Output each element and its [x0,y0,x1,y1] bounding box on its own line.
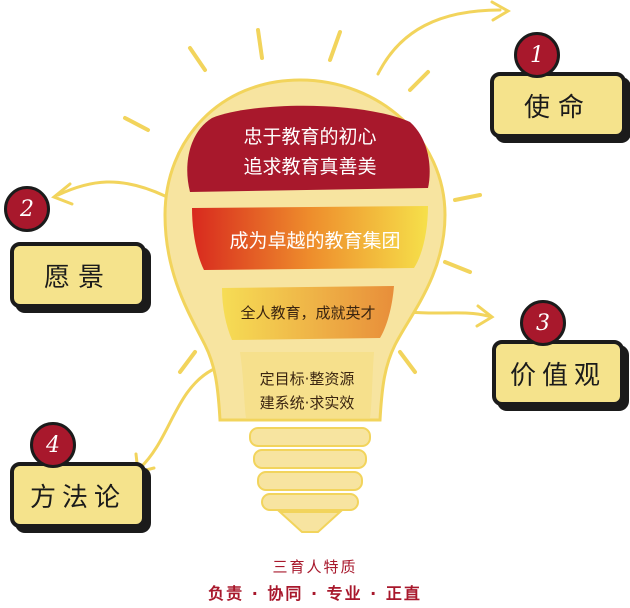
band-2-text: 成为卓越的教育集团 [229,230,401,252]
badge-4: 4 [30,422,76,468]
card-methodology: 方法论 [10,462,146,528]
bulb-base [249,427,371,533]
card-values: 价值观 [492,340,624,406]
badge-1: 1 [514,32,560,78]
band-4-line-2: 建系统·求实效 [259,394,355,412]
band-2 [192,206,428,270]
band-1-line-1: 忠于教育的初心 [243,126,377,148]
badge-2: 2 [4,186,50,232]
badge-3: 3 [520,300,566,346]
card-mission: 使命 [490,72,626,138]
band-3-text: 全人教育，成就英才 [240,304,376,322]
band-1 [187,105,430,192]
band-3 [222,286,394,340]
band-4-line-1: 定目标·整资源 [259,370,355,388]
footer-traits: 负责 · 协同 · 专业 · 正直 [208,584,422,603]
band-4 [240,352,374,418]
card-vision: 愿景 [10,242,146,308]
footer-title: 三育人特质 [272,558,358,576]
band-1-line-2: 追求教育真善美 [243,156,377,178]
